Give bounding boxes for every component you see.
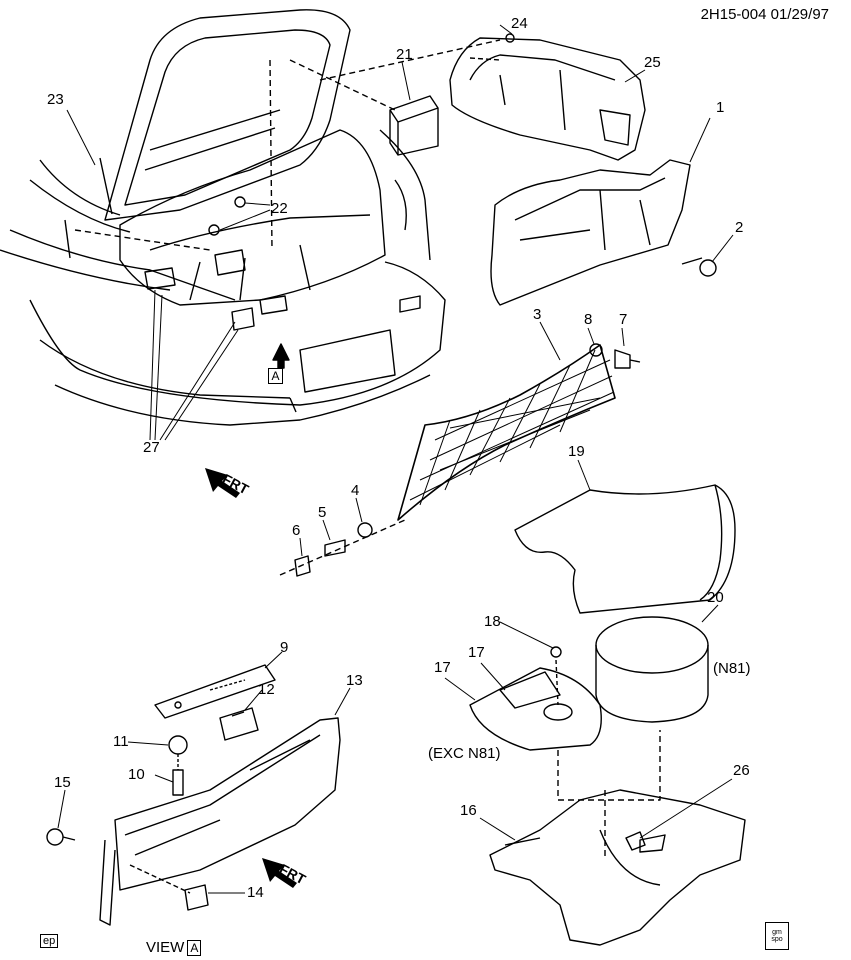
part-12-clip: [219, 707, 259, 741]
callout-25: 25: [644, 54, 661, 71]
detail-marker-a: A: [268, 368, 283, 384]
callout-23: 23: [47, 91, 64, 108]
document-id: 2H15-004 01/29/97: [700, 6, 829, 23]
callout-24: 24: [511, 15, 528, 32]
view-label: VIEW: [146, 939, 185, 956]
part-21-box: [389, 95, 439, 156]
note-exc-n81: (EXC N81): [428, 745, 501, 762]
part-25-trim: [449, 33, 646, 161]
callout-20: 20: [707, 589, 724, 606]
callout-6: 6: [292, 522, 301, 539]
callout-14: 14: [247, 884, 264, 901]
part-1-panel: [490, 159, 691, 306]
part-3-cargo-net: [397, 344, 616, 521]
frt-arrow-bottom: [262, 858, 297, 888]
gm-text: gm: [772, 929, 782, 936]
callout-15: 15: [54, 774, 71, 791]
frt-arrow-top: [205, 468, 240, 498]
leader-lines: [57, 24, 734, 894]
part-16-floor-pan: [489, 789, 746, 946]
part-2-screw: [681, 257, 717, 277]
callout-18: 18: [484, 613, 501, 630]
callout-5: 5: [318, 504, 327, 521]
callout-8: 8: [584, 311, 593, 328]
callout-26: 26: [733, 762, 750, 779]
ep-mark: ep: [40, 934, 59, 948]
callout-17-right: 17: [468, 644, 485, 661]
callout-1: 1: [716, 99, 725, 116]
parts-4-5-6-fasteners: [279, 519, 406, 577]
callout-17-left: 17: [434, 659, 451, 676]
callout-4: 4: [351, 482, 360, 499]
callout-7: 7: [619, 311, 628, 328]
callout-19: 19: [568, 443, 585, 460]
note-n81: (N81): [713, 660, 751, 677]
part-20-spare-tire: [595, 616, 709, 723]
car-rear-body: [0, 9, 501, 426]
part-13-sill-plate: [99, 717, 341, 926]
gm-spo-logo: gm spo: [765, 922, 789, 950]
callout-22: 22: [271, 200, 288, 217]
part-15-pushpin: [46, 828, 76, 846]
part-19-floor-mat: [514, 484, 736, 614]
callout-13: 13: [346, 672, 363, 689]
part-26-clip: [625, 831, 646, 851]
callout-11: 11: [113, 733, 129, 750]
callout-10: 10: [128, 766, 145, 783]
spo-text: spo: [771, 936, 783, 943]
callout-21: 21: [396, 46, 413, 63]
callout-12: 12: [258, 681, 275, 698]
callout-27: 27: [143, 439, 160, 456]
callout-16: 16: [460, 802, 477, 819]
callout-9: 9: [280, 639, 289, 656]
part-17-tray: [469, 646, 602, 751]
view-letter: A: [187, 940, 202, 956]
callout-2: 2: [735, 219, 744, 236]
parts-7-8-fasteners: [589, 343, 641, 369]
part-9-bracket: [154, 664, 276, 719]
parts-10-11: [168, 735, 188, 796]
part-14-nut: [129, 864, 209, 911]
callout-3: 3: [533, 306, 542, 323]
